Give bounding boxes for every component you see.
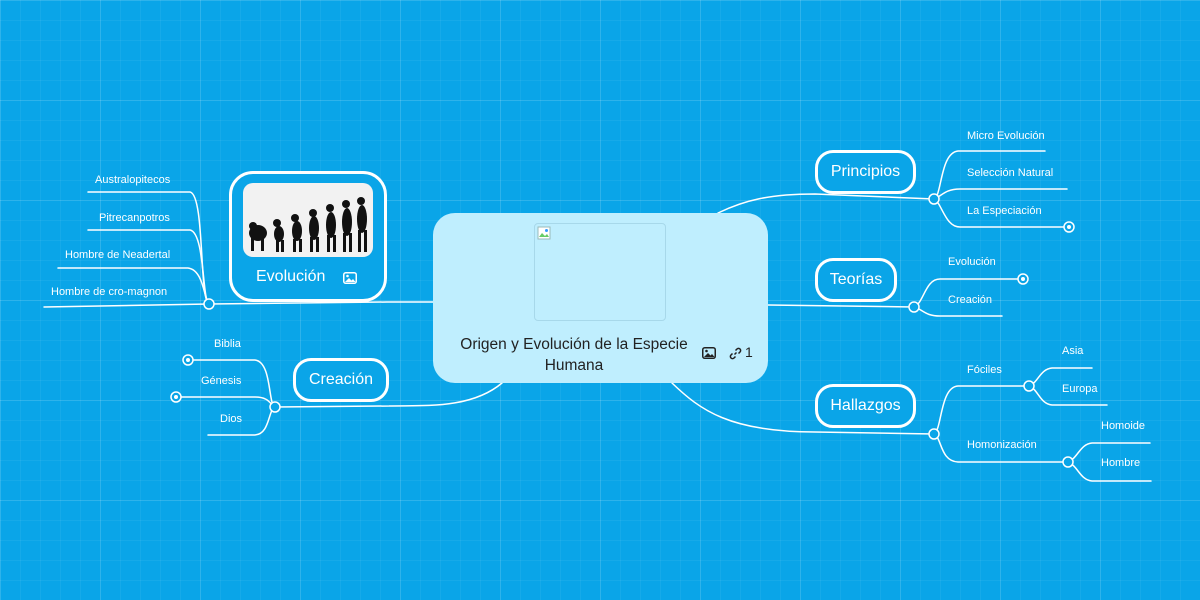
central-title-line2: Humana [544, 357, 604, 374]
connector-seleccion [933, 188, 1068, 200]
leaf-creacion-teoria[interactable]: Creación [948, 294, 993, 306]
topic-evolucion[interactable]: Evolución [229, 171, 387, 302]
topic-creacion[interactable]: Creación [293, 358, 389, 402]
topic-principios-label: Principios [830, 163, 901, 180]
leaf-micro-evolucion[interactable]: Micro Evolución [967, 130, 1045, 142]
connector-central-evolucion [208, 301, 434, 305]
central-title: Origen y Evolución de la Especie Humana [441, 334, 707, 376]
image-icon[interactable] [343, 272, 357, 284]
collapse-dot-creacion[interactable] [269, 401, 281, 413]
leaf-hombre-neadertal[interactable]: Hombre de Neadertal [65, 249, 171, 261]
central-title-line1: Origen y Evolución de la Especie [460, 336, 688, 353]
leaf-europa[interactable]: Europa [1062, 383, 1098, 395]
central-topic[interactable]: Origen y Evolución de la Especie Humana … [433, 213, 768, 383]
connector-genesis [175, 396, 276, 408]
leaf-hombre-cromagnon[interactable]: Hombre de cro-magnon [51, 286, 168, 298]
collapse-dot-principios[interactable] [928, 193, 940, 205]
collapse-dot-teorias[interactable] [908, 301, 920, 313]
topic-teorias-label: Teorías [829, 271, 883, 288]
central-image [534, 223, 666, 321]
collapse-dot-hallazgos[interactable] [928, 428, 940, 440]
leaf-australopitecos[interactable]: Australopitecos [95, 174, 171, 186]
topic-teorias[interactable]: Teorías [815, 258, 897, 302]
broken-image-icon [537, 226, 551, 240]
connector-central-teorias [767, 304, 915, 308]
leaf-biblia[interactable]: Biblia [214, 338, 241, 350]
leaf-homoide[interactable]: Homoide [1101, 420, 1146, 432]
topic-principios[interactable]: Principios [815, 150, 916, 194]
leaf-asia[interactable]: Asia [1062, 345, 1084, 357]
leaf-dios[interactable]: Dios [220, 413, 243, 425]
leaf-homonizacion[interactable]: Homonización [967, 439, 1037, 451]
link-icon[interactable] [729, 347, 742, 360]
connector-cromagnon [43, 303, 210, 308]
link-count: 1 [745, 344, 753, 360]
leaf-fociles[interactable]: Fóciles [967, 364, 1002, 376]
collapse-dot-homonizacion[interactable] [1062, 456, 1074, 468]
image-icon[interactable] [702, 347, 716, 359]
evolution-image [243, 183, 373, 257]
topic-hallazgos-label: Hallazgos [830, 397, 901, 414]
collapse-dot-evolucion[interactable] [203, 298, 215, 310]
leaf-evolucion-teoria[interactable]: Evolución [948, 256, 996, 268]
connector-fociles [933, 385, 1030, 435]
connector-central-principios [717, 193, 935, 214]
connector-central-hallazgos [671, 382, 935, 435]
leaf-seleccion-natural[interactable]: Selección Natural [967, 167, 1054, 179]
leaf-genesis[interactable]: Génesis [201, 375, 242, 387]
evolution-silhouettes [249, 197, 367, 252]
connector-creacion-teoria [913, 306, 1003, 317]
connector-central-creacion [274, 382, 503, 408]
collapse-dot-fociles[interactable] [1023, 380, 1035, 392]
topic-creacion-label: Creación [308, 371, 374, 388]
topic-hallazgos[interactable]: Hallazgos [815, 384, 916, 428]
leaf-hombre[interactable]: Hombre [1101, 457, 1141, 469]
leaf-la-especiacion[interactable]: La Especiación [967, 205, 1042, 217]
topic-evolucion-label: Evolución [256, 268, 326, 285]
leaf-pitrecanpotros[interactable]: Pitrecanpotros [99, 212, 170, 224]
